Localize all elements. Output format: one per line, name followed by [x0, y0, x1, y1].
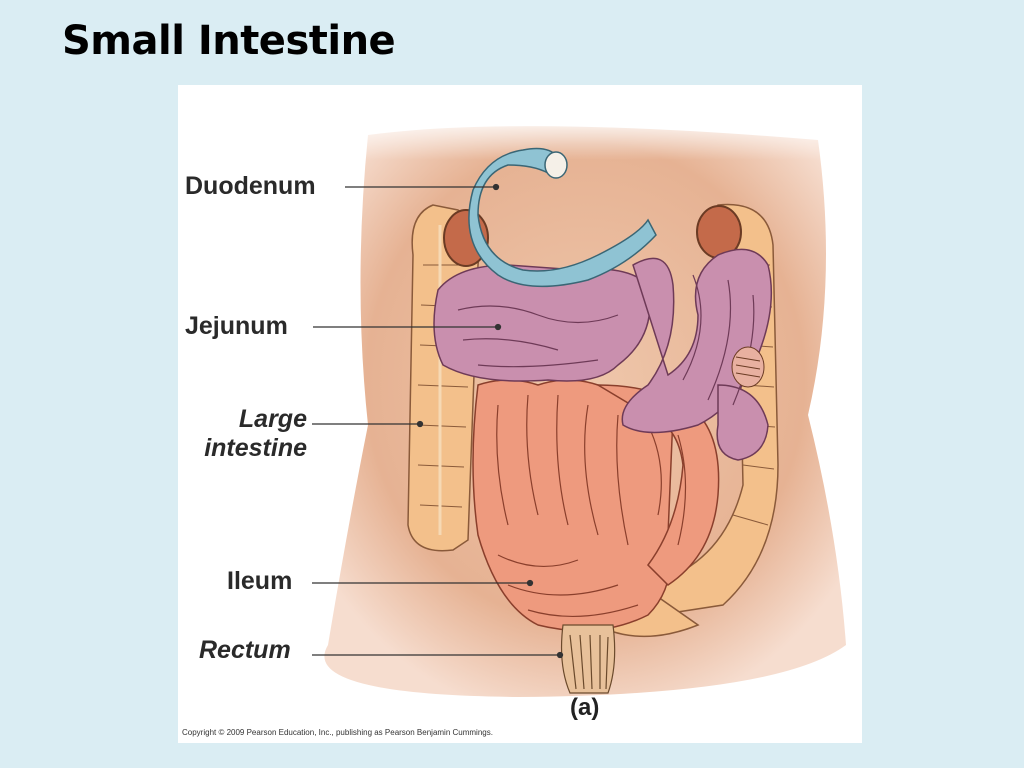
- rectum-shape: [560, 624, 616, 694]
- label-large-intestine: Large intestine: [185, 405, 307, 463]
- label-jejunum: Jejunum: [185, 312, 288, 340]
- appendix-detail: [731, 346, 765, 388]
- anatomy-figure: Duodenum Jejunum Large intestine Ileum R…: [178, 85, 862, 743]
- label-large-line2: intestine: [204, 434, 307, 462]
- label-large-line1: Large: [238, 405, 307, 433]
- label-ileum: Ileum: [227, 567, 293, 595]
- copyright-note: Copyright © 2009 Pearson Education, Inc.…: [182, 728, 493, 737]
- duodenum-shape: [468, 147, 657, 288]
- slide-title: Small Intestine: [62, 18, 396, 64]
- intestine-illustration: [312, 115, 848, 698]
- duodenum-opening: [544, 151, 568, 179]
- label-duodenum: Duodenum: [185, 172, 316, 200]
- leader-lines: [312, 183, 564, 659]
- label-rectum: Rectum: [199, 636, 291, 664]
- panel-label: (a): [570, 694, 600, 721]
- jejunum-shape: [433, 248, 773, 461]
